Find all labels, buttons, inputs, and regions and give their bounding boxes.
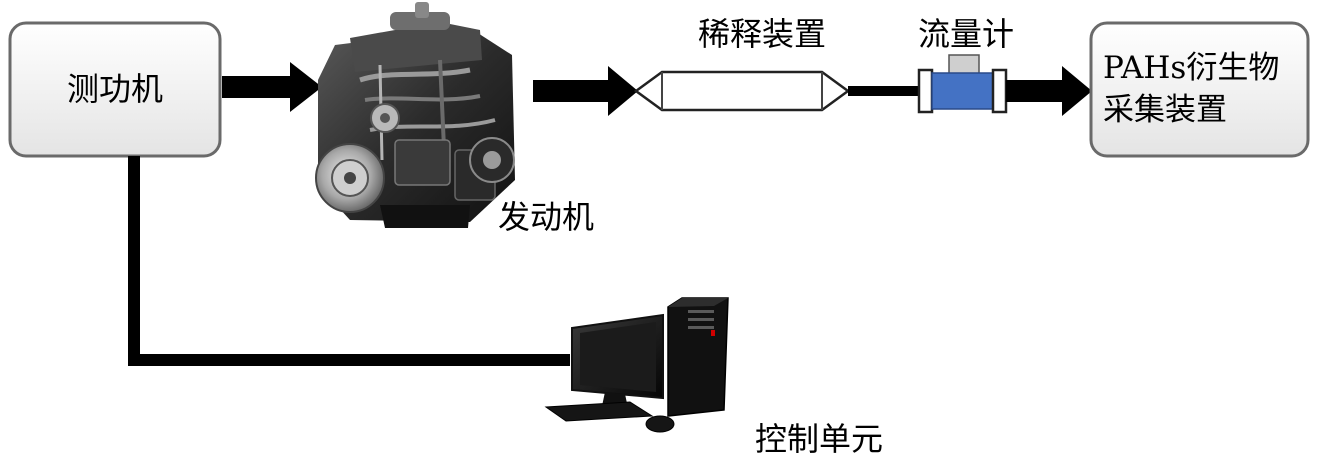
computer-image [546,298,728,432]
dynamometer-label: 测功机 [67,70,163,108]
pahs-collector-node: PAHs衍生物 采集装置 [1091,23,1308,156]
flowmeter-top-cap [949,55,979,75]
flowmeter-device [919,55,1006,112]
dilution-label: 稀释装置 [698,15,826,53]
keyboard [546,402,652,421]
dilution-tunnel-body [636,72,848,110]
dilution-device [636,72,848,110]
engine-label: 发动机 [498,198,594,236]
flowmeter-label: 流量计 [918,15,1014,53]
pc-tower [668,298,728,416]
control-unit-label: 控制单元 [755,420,883,458]
engine-image [316,2,515,228]
dynamometer-node: 测功机 [10,23,220,156]
mouse [646,416,674,432]
pahs-collector-label-line2: 采集装置 [1103,92,1227,128]
flowmeter-right-flange [993,70,1006,112]
arrow-dynamometer-to-engine [222,62,322,112]
arrow-engine-to-dilution [533,66,638,116]
pipe-dilution-to-flowmeter [848,86,920,96]
flowmeter-left-flange [919,70,932,112]
flowmeter-body [932,73,993,109]
arrow-flowmeter-to-collector [1006,66,1092,116]
pahs-collector-label-line1: PAHs衍生物 [1103,50,1279,86]
pahs-collector-box [1091,23,1308,156]
